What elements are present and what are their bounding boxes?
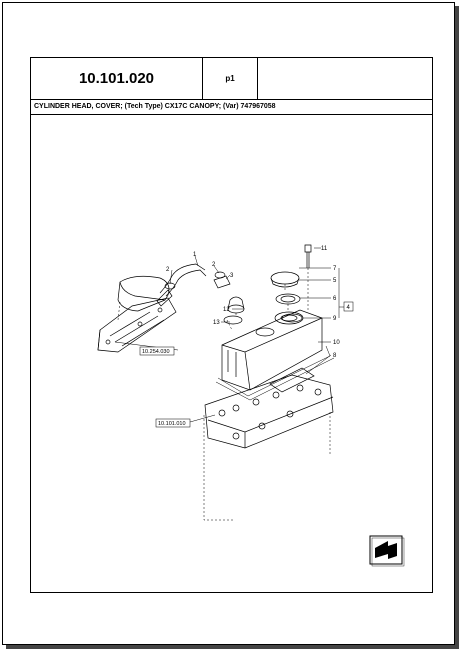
- main-box: CYLINDER HEAD, COVER; (Tech Type) CX17C …: [30, 98, 433, 593]
- side-plate-drawing: [269, 367, 315, 393]
- callout-number: 1: [193, 252, 197, 258]
- intake-manifold-drawing: [97, 275, 177, 353]
- breather-cover-drawing: [270, 271, 300, 285]
- rocker-cover-drawing: [221, 309, 323, 391]
- section-ref-number: 10.101.020: [31, 58, 203, 99]
- callout-number: 8: [333, 353, 337, 359]
- callout-number: 3: [230, 273, 234, 279]
- callout-number: 9: [333, 316, 337, 322]
- callout-number: 10: [333, 340, 340, 346]
- fitting-drawing: [213, 275, 231, 289]
- o-ring-drawing: [223, 315, 243, 325]
- callout-number: 13: [213, 320, 220, 326]
- header-box: 10.101.020 p1: [30, 57, 433, 100]
- callout-number: 6: [333, 296, 337, 302]
- reference-label: 10.254.030: [142, 349, 170, 355]
- page-number: p1: [203, 58, 258, 99]
- callout-number: 2: [166, 267, 170, 273]
- hose-drawing: [156, 263, 207, 307]
- cylinder-head-drawing: [204, 374, 334, 449]
- reference-label: 10.101.010: [158, 421, 186, 427]
- callout-number: 4: [347, 305, 351, 311]
- callout-number: 12: [223, 307, 230, 313]
- callout-number: 2: [212, 262, 216, 268]
- next-page-arrow-icon: [369, 535, 405, 567]
- bolt-drawing: [304, 244, 312, 268]
- diaphragm-drawing: [275, 293, 301, 305]
- page-title: CYLINDER HEAD, COVER; (Tech Type) CX17C …: [31, 98, 432, 115]
- callout-number: 5: [333, 278, 337, 284]
- callout-number: 11: [321, 246, 328, 252]
- callout-number: 7: [333, 266, 337, 272]
